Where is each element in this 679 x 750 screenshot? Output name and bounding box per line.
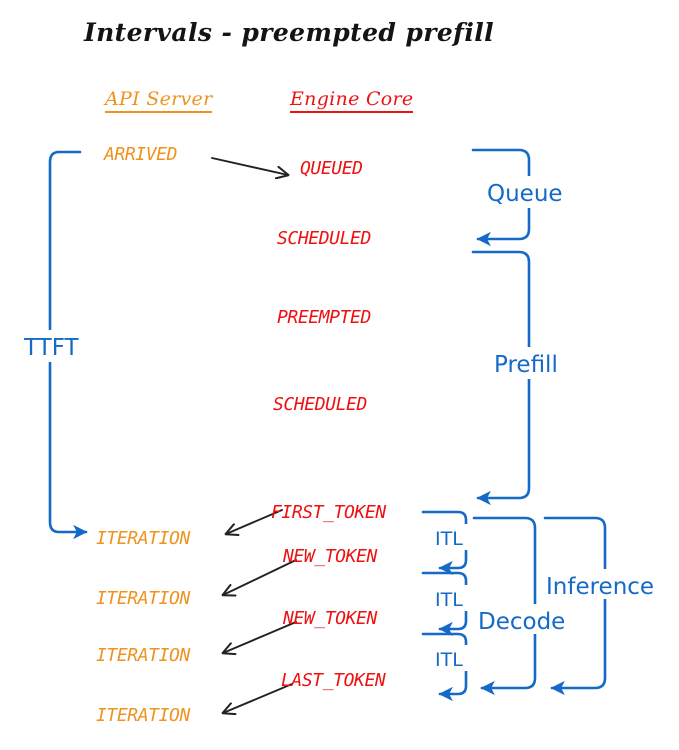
arrow-new-token-to-iteration-1: [223, 559, 297, 595]
arrow-arrived-to-queued: [211, 157, 288, 175]
state-scheduled-2: SCHEDULED: [273, 394, 367, 415]
state-first-token: FIRST_TOKEN: [271, 502, 386, 523]
bracket-inference: [543, 516, 607, 696]
state-new-token-1: NEW_TOKEN: [283, 546, 377, 567]
state-new-token-2: NEW_TOKEN: [283, 608, 377, 629]
interval-label-itl-3: ITL: [435, 649, 463, 671]
state-arrived: ARRIVED: [104, 144, 178, 165]
state-iteration-3: ITERATION: [96, 645, 190, 666]
column-header-engine-core: Engine Core: [290, 90, 414, 113]
state-last-token: LAST_TOKEN: [281, 670, 386, 691]
itl-1-label-backdrop: [431, 524, 473, 550]
state-queued: QUEUED: [300, 158, 363, 179]
interval-label-prefill: Prefill: [494, 352, 558, 378]
state-preempted: PREEMPTED: [277, 307, 371, 328]
interval-label-decode: Decode: [478, 609, 566, 635]
interval-label-queue: Queue: [487, 181, 563, 207]
state-scheduled-1: SCHEDULED: [277, 228, 371, 249]
interval-label-itl-1: ITL: [435, 528, 463, 550]
ttft-label-backdrop: [22, 330, 86, 362]
page-title: Intervals - preempted prefill: [84, 18, 495, 47]
column-header-api-server: API Server: [105, 90, 213, 113]
prefill-label-backdrop: [490, 347, 564, 379]
inference-label-backdrop: [542, 569, 644, 599]
bracket-decode: [472, 516, 537, 696]
interval-label-ttft: TTFT: [24, 335, 79, 361]
itl-2-label-backdrop: [431, 585, 473, 611]
interval-label-inference: Inference: [546, 574, 655, 600]
state-iteration-1: ITERATION: [96, 528, 190, 549]
decode-label-backdrop: [474, 604, 560, 634]
interval-label-itl-2: ITL: [435, 589, 463, 611]
arrow-last-token-to-iteration: [223, 683, 293, 713]
state-iteration-2: ITERATION: [96, 588, 190, 609]
queue-label-backdrop: [483, 176, 563, 208]
arrow-new-token-to-iteration-2: [223, 621, 297, 653]
state-iteration-4: ITERATION: [96, 705, 190, 726]
arrow-first-token-to-iteration: [226, 509, 283, 534]
itl-3-label-backdrop: [431, 645, 473, 671]
